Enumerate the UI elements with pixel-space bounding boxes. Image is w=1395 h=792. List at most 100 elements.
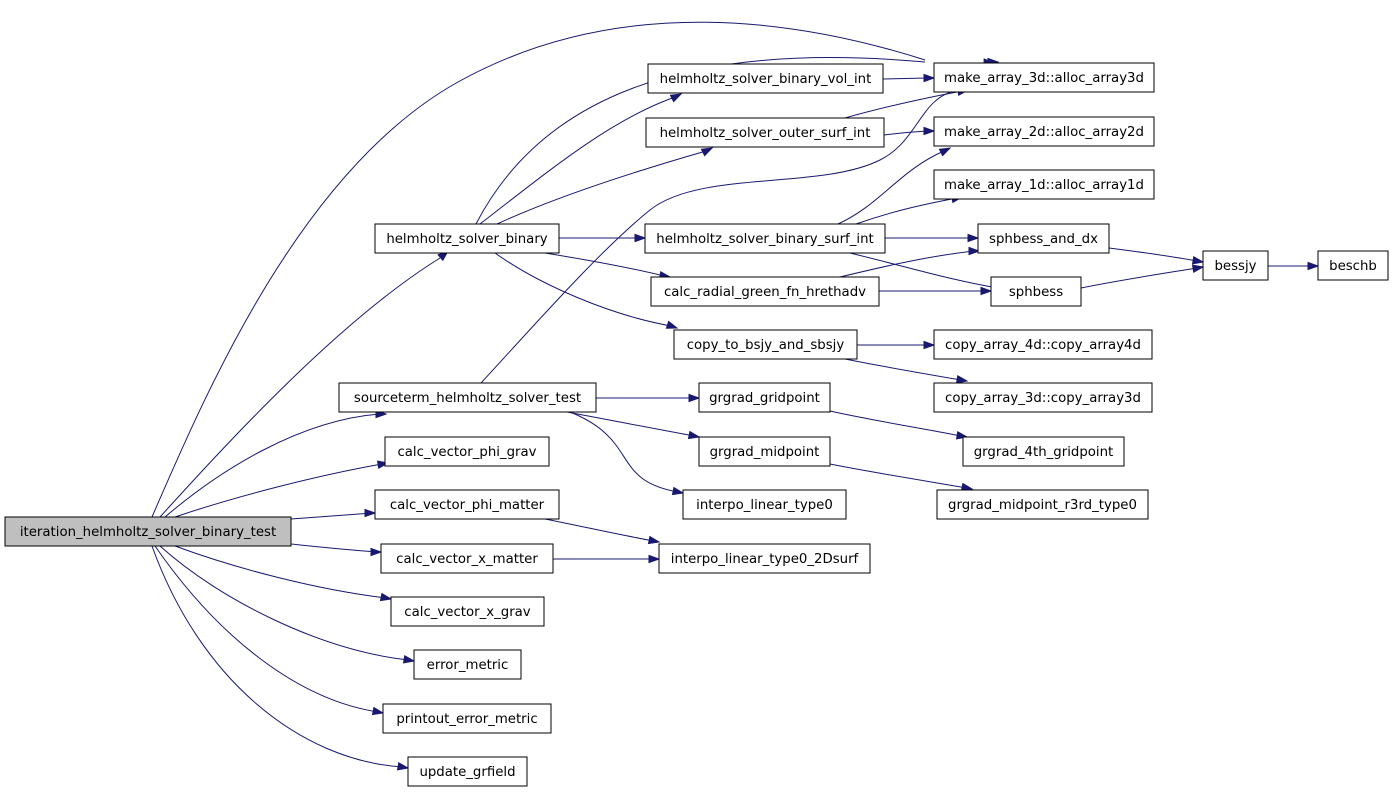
node-hsbsi[interactable]: helmholtz_solver_binary_surf_int (644, 223, 886, 254)
node-label: make_array_3d::alloc_array3d (944, 71, 1144, 86)
node-sht[interactable]: sourceterm_helmholtz_solver_test (338, 382, 597, 413)
edge-iter-to-cvxg (174, 545, 387, 599)
node-box (698, 382, 831, 413)
node-label: copy_array_3d::copy_array3d (945, 391, 1141, 406)
node-label: calc_vector_phi_matter (390, 498, 545, 513)
arrowhead-hsbvi-to-ma3 (923, 73, 936, 83)
arrowhead-iter-to-pem (371, 706, 385, 716)
node-label: interpo_linear_type0 (696, 498, 833, 513)
edge-hsosi-to-ma2 (883, 130, 928, 136)
node-box (374, 489, 560, 520)
node-cvpg[interactable]: calc_vector_phi_grav (384, 436, 550, 467)
edge-hsb-to-hsosi (496, 150, 707, 225)
arrowhead-cvxm-to-ilt2d (648, 554, 661, 564)
node-box (644, 223, 886, 254)
node-ilt2d[interactable]: interpo_linear_type0_2Dsurf (658, 543, 871, 574)
arrowhead-hsb-to-hsosi (700, 147, 714, 157)
node-em[interactable]: error_metric (413, 649, 522, 680)
arrowhead-iter-to-cvpm (364, 508, 377, 518)
node-gmr3[interactable]: grgrad_midpoint_r3rd_type0 (936, 489, 1149, 520)
node-cvxm[interactable]: calc_vector_x_matter (380, 543, 554, 574)
node-box (384, 436, 550, 467)
node-box (673, 329, 858, 360)
arrowhead-hsbsi-to-ma2 (938, 147, 952, 157)
node-ctb[interactable]: copy_to_bsjy_and_sbsjy (673, 329, 858, 360)
edge-iter-to-pem (154, 545, 379, 713)
edge-hsosi-to-ma3 (844, 90, 963, 119)
node-box (1317, 250, 1389, 281)
node-cvxg[interactable]: calc_vector_x_grav (390, 596, 545, 627)
arrowhead-sht-to-ggp (688, 393, 701, 403)
edge-gmp-to-gmr3 (829, 463, 968, 489)
node-box (407, 756, 528, 787)
node-label: make_array_1d::alloc_array1d (944, 178, 1144, 193)
node-box (650, 276, 880, 307)
edge-iter-to-cvpg (174, 463, 383, 518)
node-cvpm[interactable]: calc_vector_phi_matter (374, 489, 560, 520)
arrowhead-iter-to-em (402, 655, 416, 664)
node-gmp[interactable]: grgrad_midpoint (698, 436, 831, 467)
arrowhead-cvpm-to-ilt2d (647, 535, 661, 545)
arrowhead-bj-to-bc (1307, 261, 1320, 271)
node-ca4[interactable]: copy_array_4d::copy_array4d (933, 329, 1153, 360)
call-graph-nodes: iteration_helmholtz_solver_binary_test he… (4, 62, 1389, 787)
node-crg[interactable]: calc_radial_green_fn_hrethadv (650, 276, 880, 307)
node-bj[interactable]: bessjy (1202, 250, 1269, 281)
node-g4g[interactable]: grgrad_4th_gridpoint (962, 436, 1125, 467)
node-ca3[interactable]: copy_array_3d::copy_array3d (933, 382, 1153, 413)
node-box (658, 543, 871, 574)
node-box (933, 116, 1155, 147)
edge-iter-to-em (159, 545, 409, 661)
arrowhead-crg-to-sb (980, 286, 993, 296)
edge-sht-to-gmp (566, 411, 695, 437)
edge-cvpm-to-ilt2d (544, 518, 655, 542)
node-box (645, 117, 885, 148)
node-iter[interactable]: iteration_helmholtz_solver_binary_test (4, 516, 292, 547)
edge-hsb-to-crg (544, 252, 665, 277)
node-label: grgrad_midpoint (710, 445, 820, 460)
node-ma2[interactable]: make_array_2d::alloc_array2d (933, 116, 1155, 147)
node-label: bessjy (1214, 259, 1256, 274)
arrowhead-ctb-to-ca3 (955, 375, 969, 384)
node-sbdx[interactable]: sphbess_and_dx (977, 223, 1110, 254)
node-box (374, 223, 560, 254)
edge-hsbsi-to-ma2 (837, 150, 945, 225)
node-label: sphbess_and_dx (989, 232, 1098, 247)
node-hsbvi[interactable]: helmholtz_solver_binary_vol_int (647, 63, 884, 94)
arrowhead-hsosi-to-ma2 (923, 126, 936, 136)
node-box (4, 516, 292, 547)
node-label: calc_vector_x_matter (396, 552, 538, 567)
node-pem[interactable]: printout_error_metric (382, 703, 552, 734)
node-label: helmholtz_solver_binary_surf_int (656, 232, 873, 247)
node-ma1[interactable]: make_array_1d::alloc_array1d (933, 169, 1155, 200)
node-label: update_grfield (419, 765, 515, 780)
edge-iter-to-sht (164, 413, 381, 518)
node-box (698, 436, 831, 467)
node-box (977, 223, 1110, 254)
edge-ggp-to-g4g (829, 410, 962, 437)
edge-hsbvi-to-ma3 (882, 77, 928, 80)
node-ma3[interactable]: make_array_3d::alloc_array3d (933, 62, 1155, 93)
node-box (390, 596, 545, 627)
node-label: helmholtz_solver_outer_surf_int (660, 126, 871, 141)
node-label: copy_array_4d::copy_array4d (945, 338, 1141, 353)
node-label: calc_vector_x_grav (404, 605, 531, 620)
edge-ctb-to-ca3 (844, 358, 962, 381)
node-sb[interactable]: sphbess (990, 276, 1082, 307)
arrowhead-iter-to-ug (396, 762, 410, 771)
node-bc[interactable]: beschb (1317, 250, 1389, 281)
node-label: sourceterm_helmholtz_solver_test (354, 391, 581, 406)
node-ggp[interactable]: grgrad_gridpoint (698, 382, 831, 413)
node-box (413, 649, 522, 680)
edge-iter-to-ma3 (151, 21, 926, 518)
arrowhead-iter-to-cvxm (370, 547, 383, 557)
node-hsb[interactable]: helmholtz_solver_binary (374, 223, 560, 254)
arrowhead-iter-to-cvxg (379, 592, 393, 602)
node-label: grgrad_midpoint_r3rd_type0 (948, 498, 1137, 513)
node-box (933, 329, 1153, 360)
node-ug[interactable]: update_grfield (407, 756, 528, 787)
node-ilt0[interactable]: interpo_linear_type0 (682, 489, 847, 520)
node-box (962, 436, 1125, 467)
node-hsosi[interactable]: helmholtz_solver_outer_surf_int (645, 117, 885, 148)
node-label: printout_error_metric (396, 712, 537, 727)
